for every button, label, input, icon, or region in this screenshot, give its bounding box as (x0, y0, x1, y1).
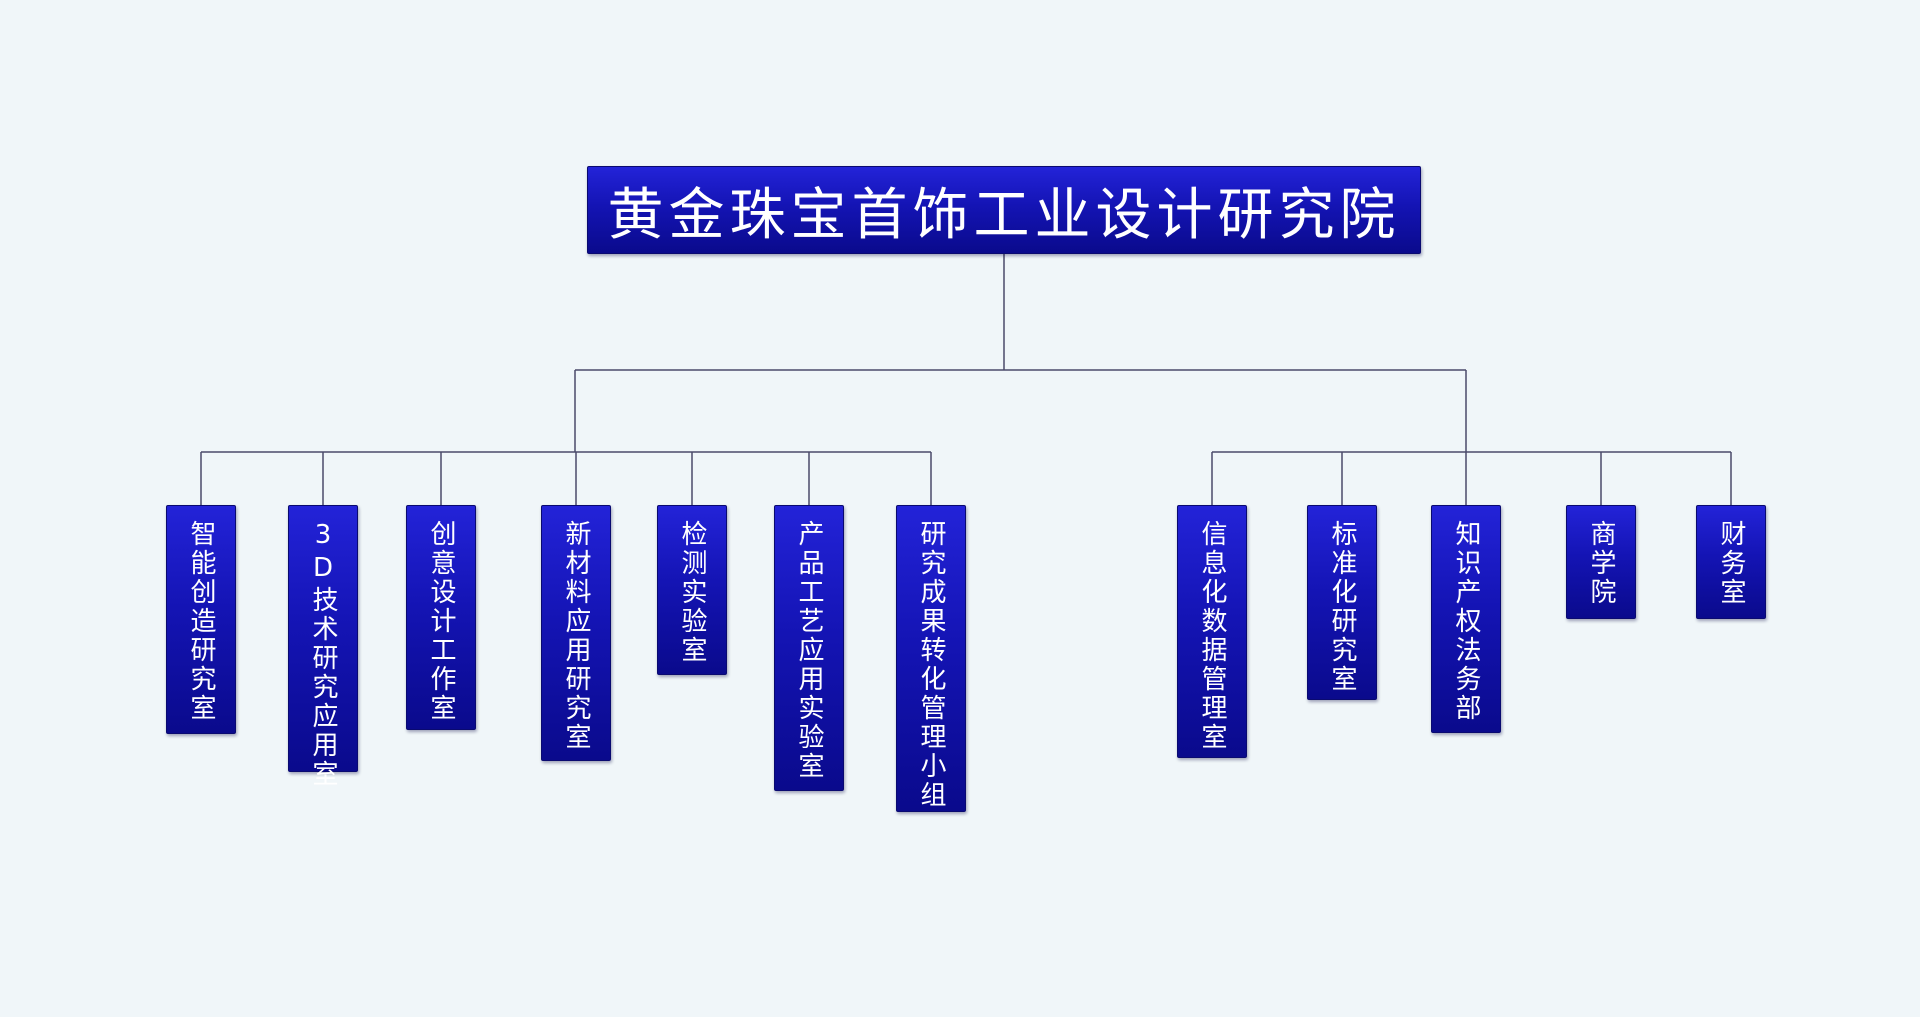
unit-node-research-transfer-group: 研究成果转化管理小组 (896, 505, 966, 812)
unit-node-3d-tech-lab: 3D技术研究应用室 (288, 505, 358, 789)
root-label: 黄金珠宝首饰工业设计研究院 (607, 182, 1401, 248)
unit-label: 知识产权法务部 (1451, 520, 1481, 723)
unit-node-creative-design-studio: 创意设计工作室 (406, 505, 476, 730)
unit-node-testing-lab: 检测实验室 (657, 505, 727, 675)
unit-node-ip-legal-dept: 知识产权法务部 (1431, 505, 1501, 733)
unit-node-intelligent-creation-lab: 智能创造研究室 (166, 505, 236, 734)
unit-label: 检测实验室 (677, 520, 707, 665)
unit-node-new-materials-lab: 新材料应用研究室 (541, 505, 611, 761)
unit-node-standardization-lab: 标准化研究室 (1307, 505, 1377, 700)
unit-node-finance-office: 财务室 (1696, 505, 1766, 619)
unit-label: 产品工艺应用实验室 (794, 520, 824, 781)
unit-label: 新材料应用研究室 (561, 520, 591, 752)
unit-label: 创意设计工作室 (426, 520, 456, 723)
unit-label: 商学院 (1586, 520, 1616, 607)
unit-label: 财务室 (1716, 520, 1746, 607)
unit-label: 研究成果转化管理小组 (916, 520, 946, 810)
unit-node-product-process-lab: 产品工艺应用实验室 (774, 505, 844, 791)
unit-node-business-school: 商学院 (1566, 505, 1636, 619)
unit-label: 3D技术研究应用室 (308, 520, 338, 789)
unit-label: 标准化研究室 (1327, 520, 1357, 694)
unit-label: 智能创造研究室 (186, 520, 216, 723)
unit-node-data-management-office: 信息化数据管理室 (1177, 505, 1247, 758)
root-node: 黄金珠宝首饰工业设计研究院 (587, 166, 1421, 254)
unit-label: 信息化数据管理室 (1197, 520, 1227, 752)
